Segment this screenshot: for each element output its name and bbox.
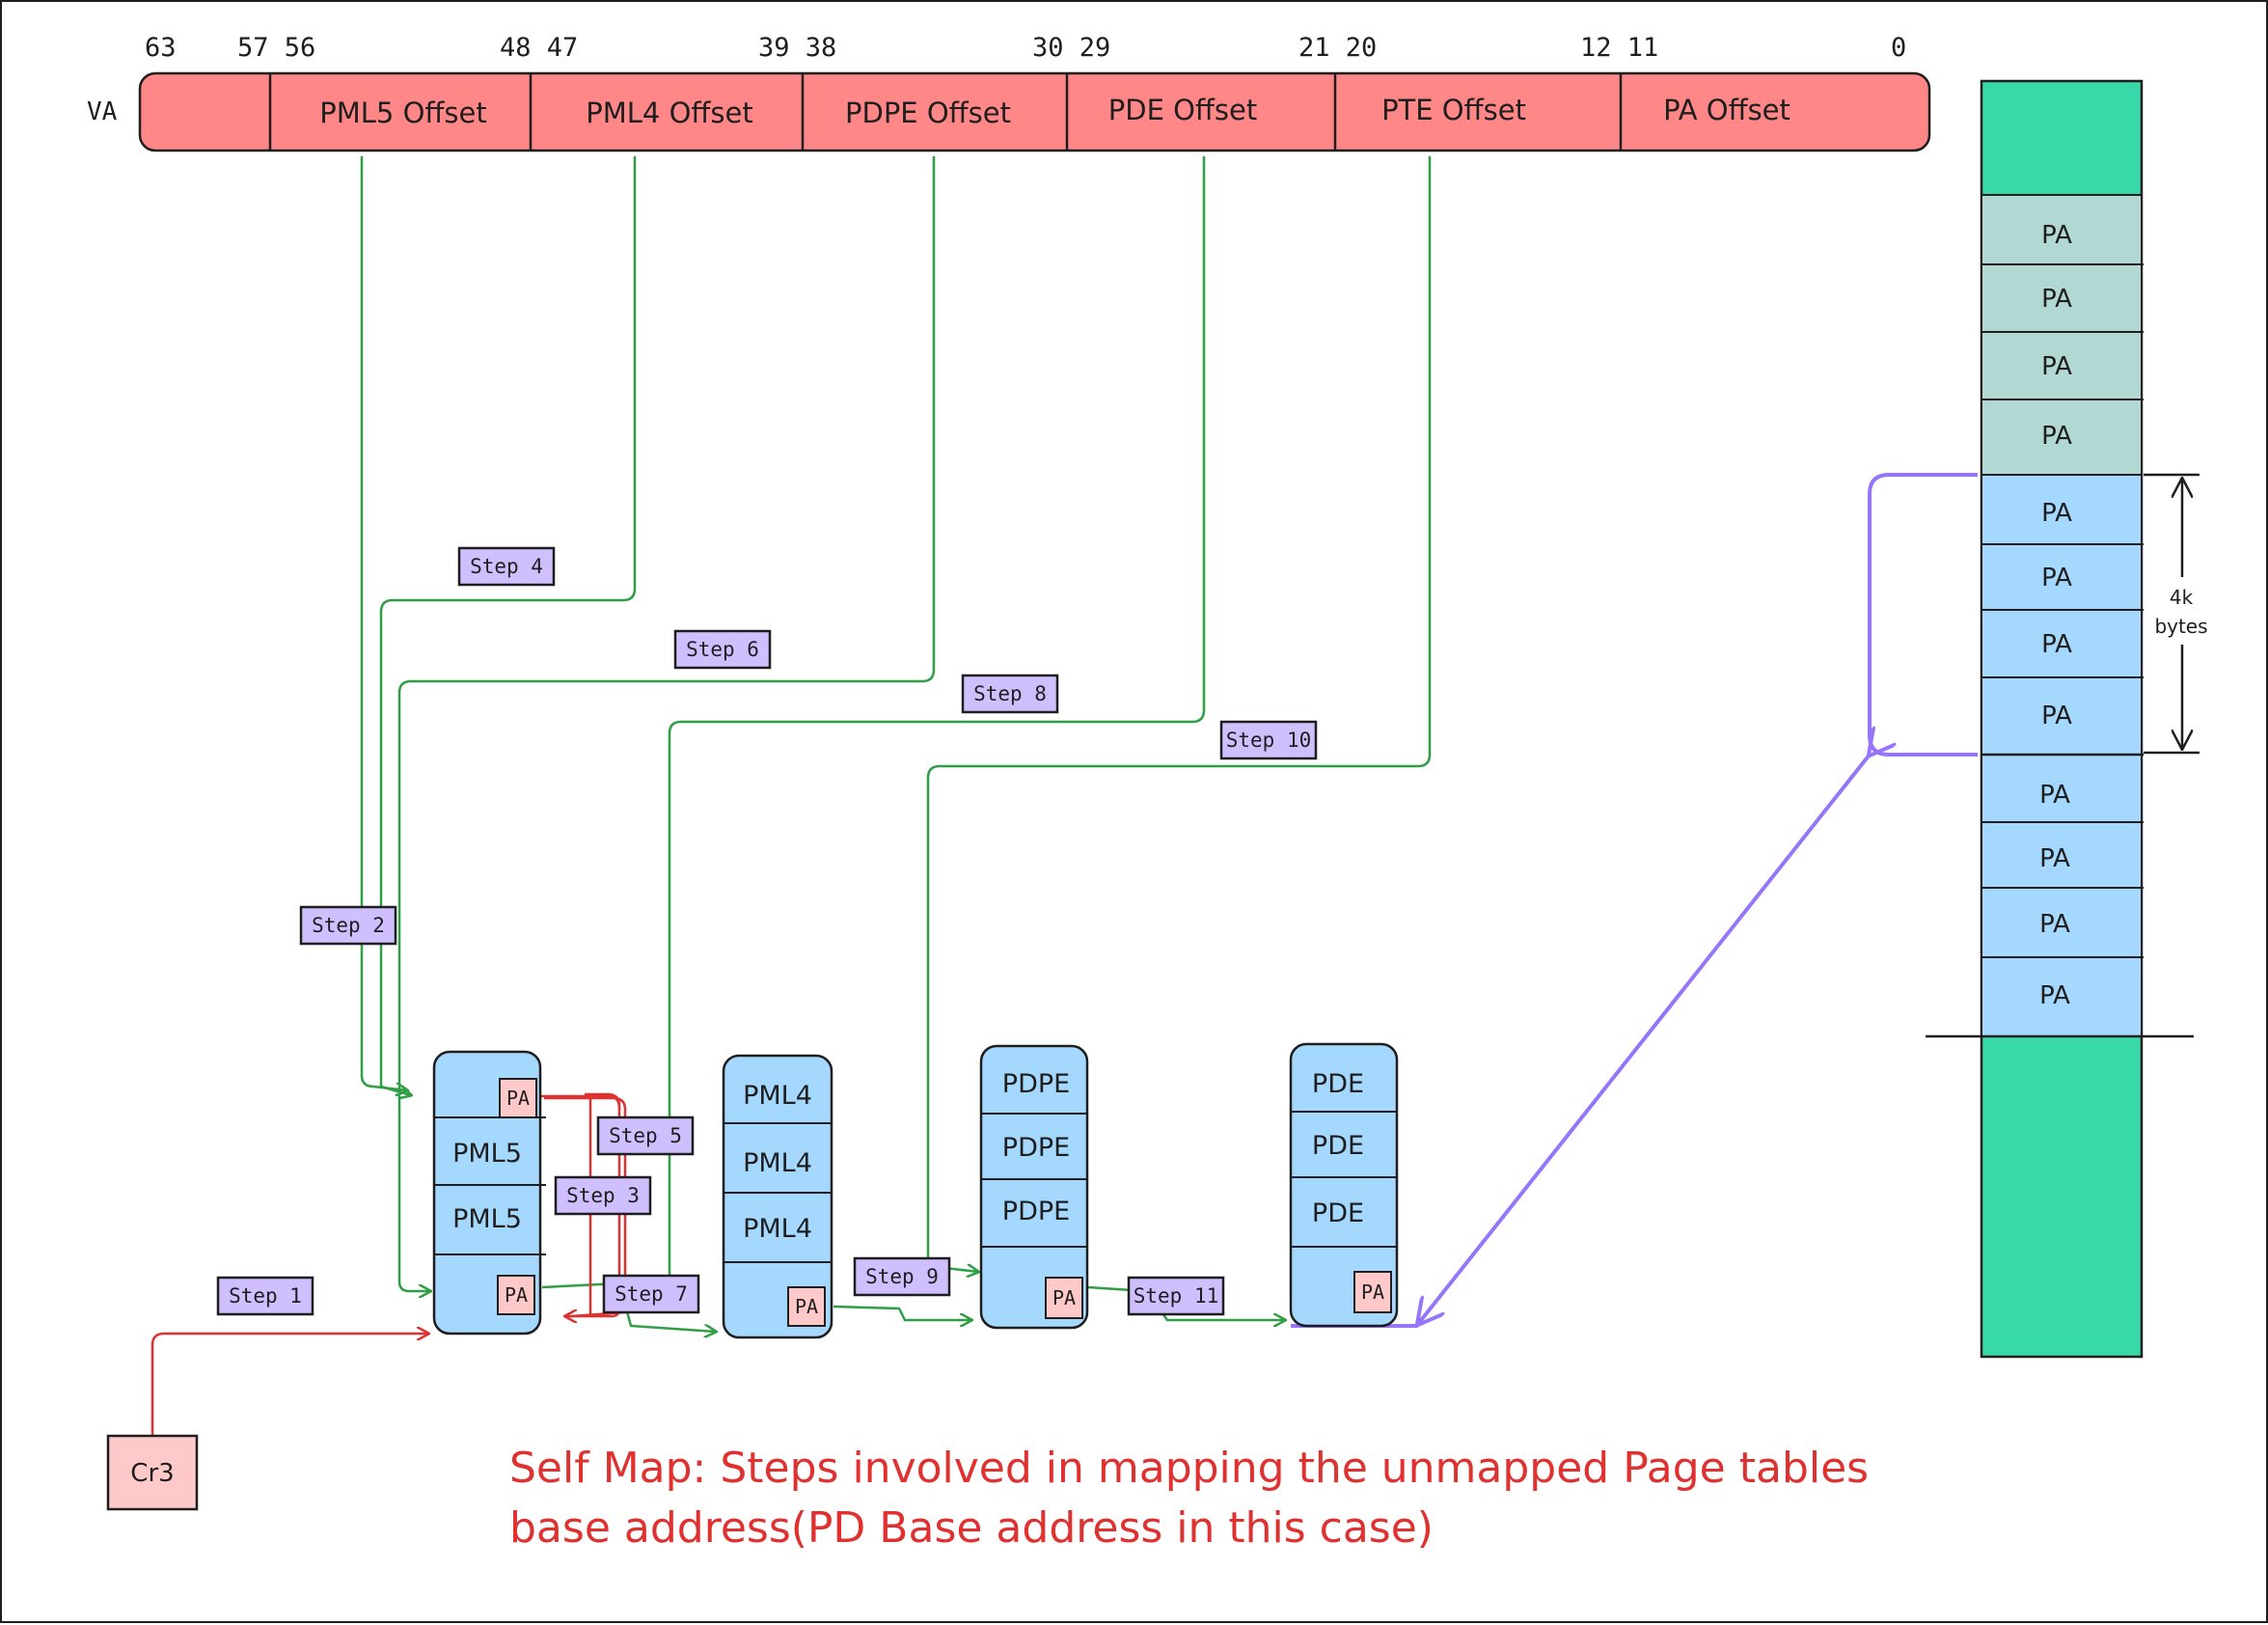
pml4-pa-label: PA: [795, 1295, 818, 1318]
pde-pa-label: PA: [1361, 1281, 1384, 1304]
page-bracket: [1868, 473, 1978, 757]
memory-page-cell-1: PA: [2041, 499, 2072, 528]
bit-21-20: 21 20: [1298, 33, 1377, 63]
caption-line-2: base address(PD Base address in this cas…: [509, 1503, 1434, 1553]
size-label-bytes: bytes: [2154, 615, 2207, 638]
pml5-pa-bottom-label: PA: [505, 1283, 528, 1307]
pml4-entry-1: PML4: [743, 1081, 812, 1111]
pdpe-entry-1: PDPE: [1002, 1069, 1070, 1099]
size-label-4k: 4k: [2170, 586, 2194, 609]
step-labels: Step 1 Step 2 Step 3 Step 4 Step 5 Step …: [216, 546, 1318, 1316]
bit-39-38: 39 38: [758, 33, 836, 63]
pml4-offset-field: PML4 Offset: [586, 96, 752, 129]
memory-page-cell-2: PA: [2041, 564, 2072, 592]
cr3-label: Cr3: [130, 1459, 174, 1488]
step-1-arrow: [150, 1334, 428, 1436]
pml5-pa-top-label: PA: [506, 1087, 530, 1110]
bit-30-29: 30 29: [1032, 33, 1110, 63]
step-1-label: Step 1: [229, 1284, 302, 1308]
va-register: VA 63 57 56 48 47 39 38 30 29 21 20 12 1…: [87, 33, 1931, 152]
pdpe-entry-2: PDPE: [1002, 1133, 1070, 1163]
pd-base-arrow: [1418, 755, 1870, 1324]
va-bar: [138, 71, 1931, 152]
caption-line-1: Self Map: Steps involved in mapping the …: [509, 1444, 1869, 1493]
bit-63: 63: [145, 33, 177, 63]
pml5-entry-2: PML5: [452, 1204, 522, 1234]
step-6-arrow: [397, 156, 936, 1291]
pde-pa-entry: [1353, 1271, 1392, 1313]
pml4-entry-2: PML4: [743, 1148, 812, 1178]
memory-upper-cell-4: PA: [2041, 422, 2072, 451]
bit-12-11: 12 11: [1580, 33, 1658, 63]
step-5-loop-top: [585, 1092, 621, 1107]
step-11-label: Step 11: [1134, 1284, 1219, 1308]
memory-upper-cell-2: PA: [2041, 285, 2072, 314]
pa-offset-field: PA Offset: [1663, 94, 1790, 126]
pde-offset-field: PDE Offset: [1108, 94, 1258, 126]
step-2-label: Step 2: [312, 914, 385, 937]
memory-lower-cell-2: PA: [2039, 844, 2070, 873]
va-label: VA: [87, 97, 118, 126]
pte-offset-field: PTE Offset: [1381, 94, 1526, 126]
step-3-label: Step 3: [566, 1184, 640, 1207]
memory-page-cell-4: PA: [2041, 702, 2072, 730]
step-2-arrow: [360, 156, 407, 1090]
red-connectors: [150, 1092, 627, 1436]
pdpe-pa-label: PA: [1052, 1286, 1076, 1309]
step-4-label: Step 4: [470, 555, 543, 578]
step-9-label: Step 9: [865, 1265, 939, 1288]
pml5-self-pa-entry: [499, 1078, 537, 1118]
pml5-pa-entry: [497, 1275, 535, 1315]
memory-lower-cell-4: PA: [2039, 981, 2070, 1010]
pdpe-pa-entry: [1045, 1277, 1083, 1319]
cr3-register: Cr3: [106, 1434, 199, 1511]
pml5-table: PA PML5 PML5 PA: [432, 1050, 546, 1336]
bit-0: 0: [1891, 33, 1906, 63]
memory-lower-cell-1: PA: [2039, 781, 2070, 810]
pde-entry-3: PDE: [1312, 1198, 1364, 1228]
pml4-table: PML4 PML4 PML4 PA: [722, 1054, 833, 1339]
pml5-offset-field: PML5 Offset: [319, 96, 486, 129]
step-6-label: Step 6: [686, 638, 759, 661]
pdpe-entry-3: PDPE: [1002, 1197, 1070, 1226]
caption: Self Map: Steps involved in mapping the …: [509, 1444, 1869, 1553]
memory-lower-cell-3: PA: [2039, 910, 2070, 939]
pdpe-offset-field: PDPE Offset: [845, 96, 1011, 129]
pdpe-table: PDPE PDPE PDPE PA: [979, 1044, 1089, 1330]
pml5-entry-1: PML5: [452, 1139, 522, 1169]
pde-table: PDE PDE PDE PA: [1289, 1042, 1399, 1328]
pml4-entry-3: PML4: [743, 1214, 812, 1244]
pde-entry-1: PDE: [1312, 1069, 1364, 1099]
step-5-label: Step 5: [609, 1124, 682, 1147]
pml4-pa-entry: [787, 1286, 826, 1327]
step-10-label: Step 10: [1226, 729, 1312, 752]
step-9-arrow: [833, 1305, 971, 1320]
memory-upper-cell-3: PA: [2041, 352, 2072, 381]
pde-entry-2: PDE: [1312, 1131, 1364, 1161]
step-8-label: Step 8: [973, 682, 1047, 705]
physical-memory: PA PA PA PA PA PA PA PA PA PA PA PA 4k b…: [1926, 79, 2208, 1359]
memory-page-cell-3: PA: [2041, 630, 2072, 659]
bit-57-56: 57 56: [237, 33, 315, 63]
memory-upper-cell-1: PA: [2041, 221, 2072, 250]
step-7-label: Step 7: [615, 1282, 688, 1306]
step-4-arrow: [379, 156, 637, 1095]
step-8-line: [668, 156, 1206, 1285]
bit-48-47: 48 47: [500, 33, 578, 63]
step-3-arrow-sketch: [544, 1096, 627, 1318]
